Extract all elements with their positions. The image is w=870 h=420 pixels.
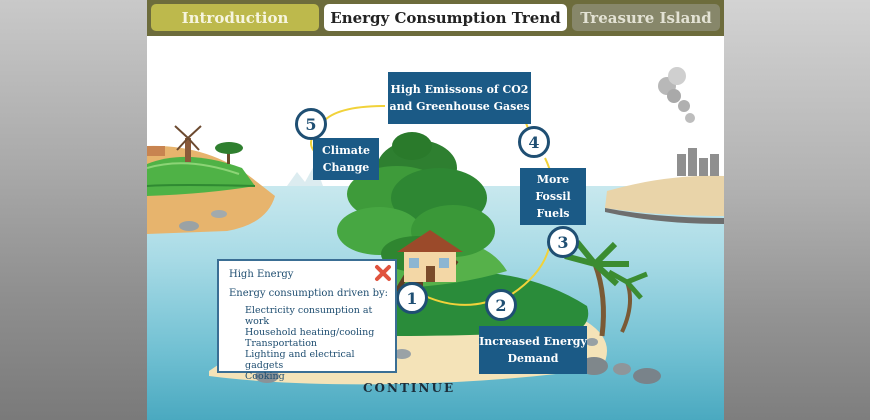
- more-fossil-fuels-box: More Fossil Fuels: [520, 168, 586, 225]
- left-hill-island: [147, 125, 275, 234]
- house-icon: [397, 230, 463, 282]
- smoke-icon: [658, 67, 695, 123]
- cycle-step-4-button[interactable]: 4: [518, 126, 550, 158]
- list-item: Household heating/cooling: [245, 327, 375, 338]
- increased-energy-demand-box: Increased Energy Demand: [479, 326, 587, 374]
- list-item: Cooking: [245, 371, 285, 382]
- list-item: Lighting and electrical gadgets: [245, 349, 355, 371]
- tab-energy-consumption-trend[interactable]: Energy Consumption Trend: [324, 4, 567, 31]
- climate-change-box: Climate Change: [313, 138, 379, 180]
- tab-introduction[interactable]: Introduction: [151, 4, 319, 31]
- right-industrial-island: [605, 67, 724, 224]
- high-energy-popup: High Energy Energy consumption driven by…: [217, 259, 397, 382]
- windmill-icon: [174, 125, 202, 162]
- blurred-background-left: [0, 0, 147, 420]
- cycle-step-2-button[interactable]: 2: [485, 289, 517, 321]
- popup-subtitle: Energy consumption driven by:: [229, 288, 389, 299]
- blurred-background-right: [724, 0, 870, 420]
- stage: Introduction Energy Consumption Trend Tr…: [147, 0, 724, 420]
- cycle-step-1-button[interactable]: 1: [396, 282, 428, 314]
- list-item: Transportation: [245, 338, 318, 349]
- close-x-icon[interactable]: [374, 264, 392, 282]
- list-item: Electricity consumption at work: [245, 305, 373, 327]
- popup-title: High Energy: [229, 269, 294, 280]
- tab-treasure-island[interactable]: Treasure Island: [572, 4, 720, 31]
- tree-left-hill-icon: [215, 142, 243, 164]
- cycle-step-3-button[interactable]: 3: [547, 226, 579, 258]
- top-navigation: Introduction Energy Consumption Trend Tr…: [147, 0, 724, 36]
- cycle-step-5-button[interactable]: 5: [295, 108, 327, 140]
- continue-button[interactable]: CONTINUE: [363, 381, 456, 395]
- island-scene: High Emissons of CO2 and Greenhouse Gase…: [147, 36, 724, 420]
- popup-driver-list: Electricity consumption at work Househol…: [245, 305, 395, 382]
- factory-icon: [677, 148, 719, 176]
- emissions-box: High Emissons of CO2 and Greenhouse Gase…: [388, 72, 531, 124]
